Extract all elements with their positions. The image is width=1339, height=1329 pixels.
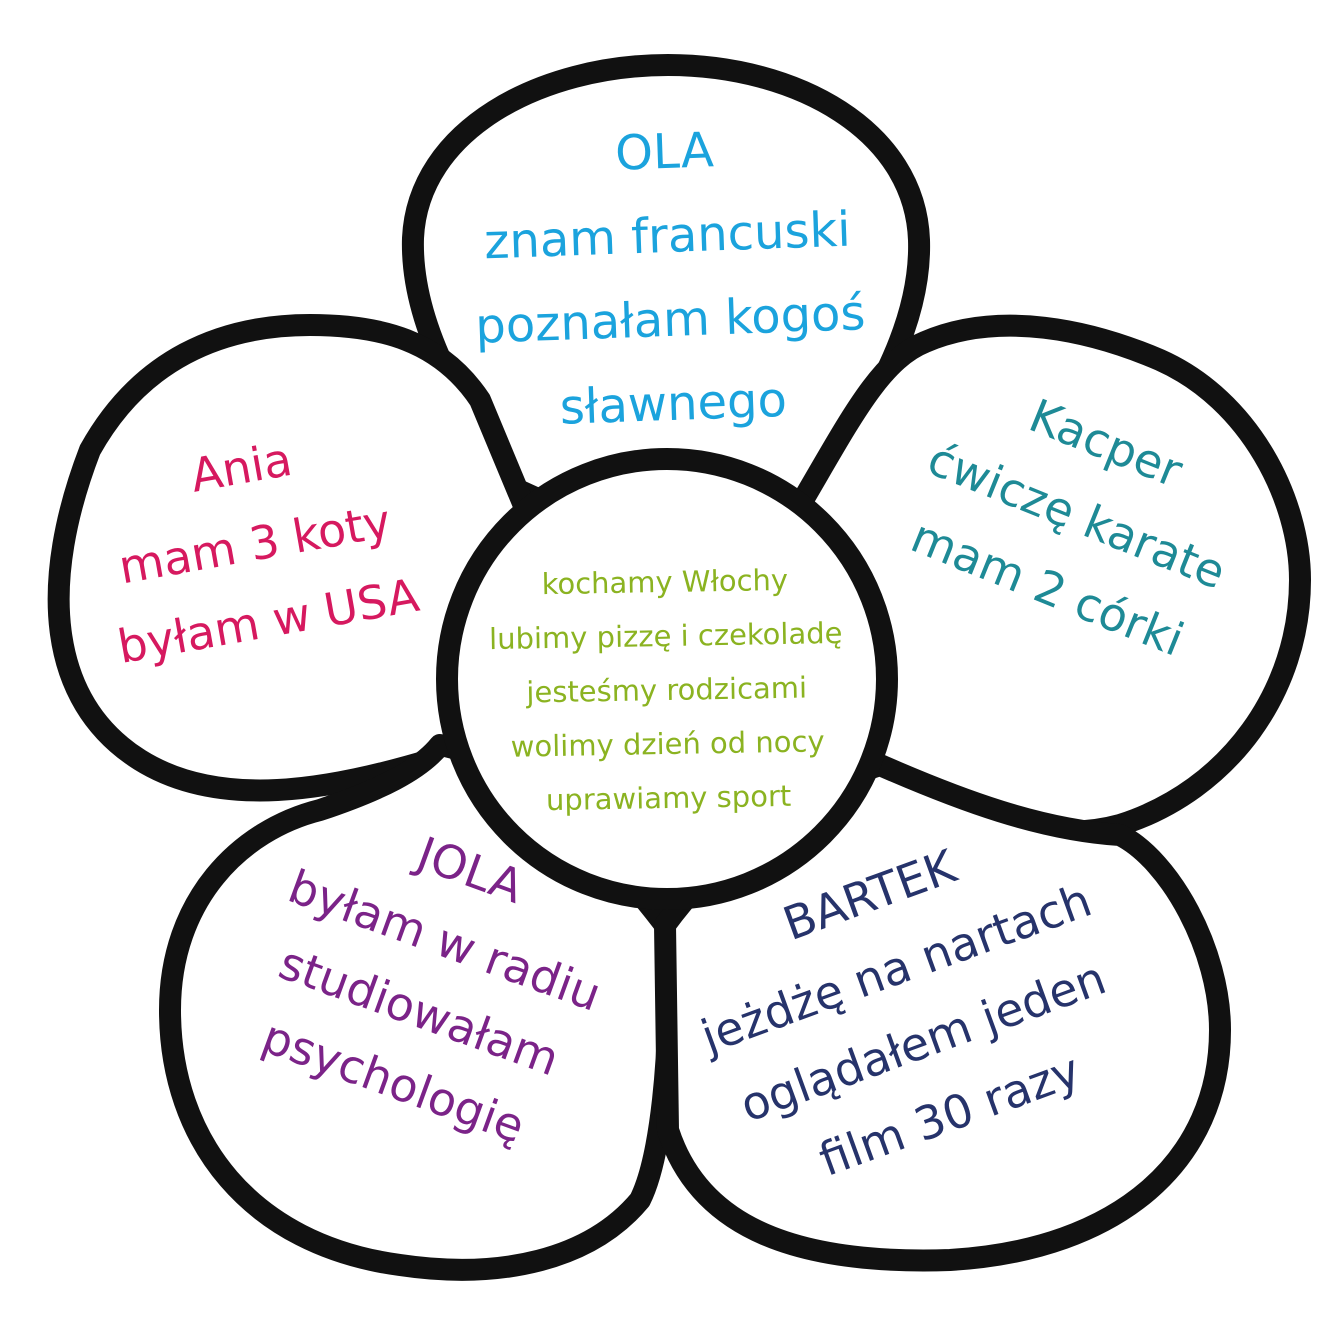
label-line: uprawiamy sport — [546, 779, 792, 817]
center-label: kochamy Włochy lubimy pizzę i czekoladę je… — [488, 562, 846, 818]
label-line: poznałam kogoś — [474, 285, 866, 355]
label-line: kochamy Włochy — [541, 563, 788, 601]
center-disc — [436, 448, 898, 910]
label-line: znam francuski — [483, 202, 851, 271]
label-line: sławnego — [559, 372, 788, 436]
petal-left-shape — [47, 314, 541, 802]
label-line: OLA — [614, 122, 715, 181]
label-line: wolimy dzień od nocy — [510, 724, 824, 763]
label-line: lubimy pizzę i czekoladę — [489, 616, 843, 656]
petal-top-label: OLA znam francuski poznałam kogoś sławnego — [468, 117, 869, 438]
label-line: jesteśmy rodzicami — [525, 671, 807, 710]
petal-top-shape — [401, 54, 931, 516]
